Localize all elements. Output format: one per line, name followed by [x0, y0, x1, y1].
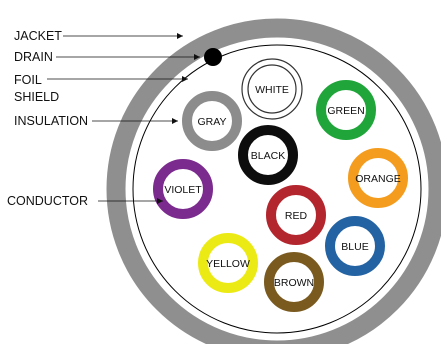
conductor-black-insulation	[238, 125, 298, 185]
conductor-brown: BROWN	[264, 252, 324, 312]
conductor-yellow-label: YELLOW	[206, 258, 250, 270]
conductor-blue-label: BLUE	[341, 241, 368, 253]
callout-leaders	[47, 33, 200, 204]
conductor-group: WHITE GRAY GREEN BLACK ORANGE VIOLET RED BLUE YE…	[153, 58, 408, 312]
conductor-green: GREEN	[316, 80, 376, 140]
arrowhead-conductor	[157, 198, 163, 204]
conductor-gray-insulation	[182, 91, 242, 151]
conductor-violet-insulation	[153, 159, 213, 219]
conductor-blue-insulation	[325, 216, 385, 276]
conductor-white: WHITE	[241, 58, 303, 120]
conductor-blue: BLUE	[325, 216, 385, 276]
conductor-black-label: BLACK	[251, 150, 285, 162]
conductor-violet-label: VIOLET	[164, 184, 202, 196]
arrowhead-insulation	[172, 118, 178, 124]
conductor-orange: ORANGE	[348, 148, 408, 208]
label-conductor: CONDUCTOR	[7, 194, 88, 208]
conductor-red-label: RED	[285, 210, 308, 222]
conductor-gray: GRAY	[182, 91, 242, 151]
conductor-red-insulation	[266, 185, 326, 245]
conductor-red: RED	[266, 185, 326, 245]
conductor-yellow-insulation	[198, 233, 258, 293]
conductor-brown-insulation	[264, 252, 324, 312]
conductor-violet: VIOLET	[153, 159, 213, 219]
label-drain: DRAIN	[14, 50, 53, 64]
conductor-orange-label: ORANGE	[355, 173, 401, 185]
arrowhead-jacket	[177, 33, 183, 39]
conductor-orange-insulation	[348, 148, 408, 208]
foil-shield-ring	[132, 44, 422, 334]
drain-wire	[204, 48, 222, 66]
arrowhead-drain	[194, 54, 200, 60]
conductor-green-insulation	[316, 80, 376, 140]
conductor-white-label: WHITE	[255, 84, 289, 96]
conductor-brown-label: BROWN	[274, 277, 314, 289]
label-foil: FOIL	[14, 73, 42, 87]
conductor-black: BLACK	[238, 125, 298, 185]
conductor-gray-label: GRAY	[198, 116, 227, 128]
conductor-yellow: YELLOW	[198, 233, 258, 293]
conductor-white-inner-ring	[247, 64, 297, 114]
label-insulation: INSULATION	[14, 114, 88, 128]
arrowhead-foil	[182, 76, 188, 82]
conductor-green-label: GREEN	[327, 105, 364, 117]
label-jacket: JACKET	[14, 29, 62, 43]
label-shield: SHIELD	[14, 90, 59, 104]
